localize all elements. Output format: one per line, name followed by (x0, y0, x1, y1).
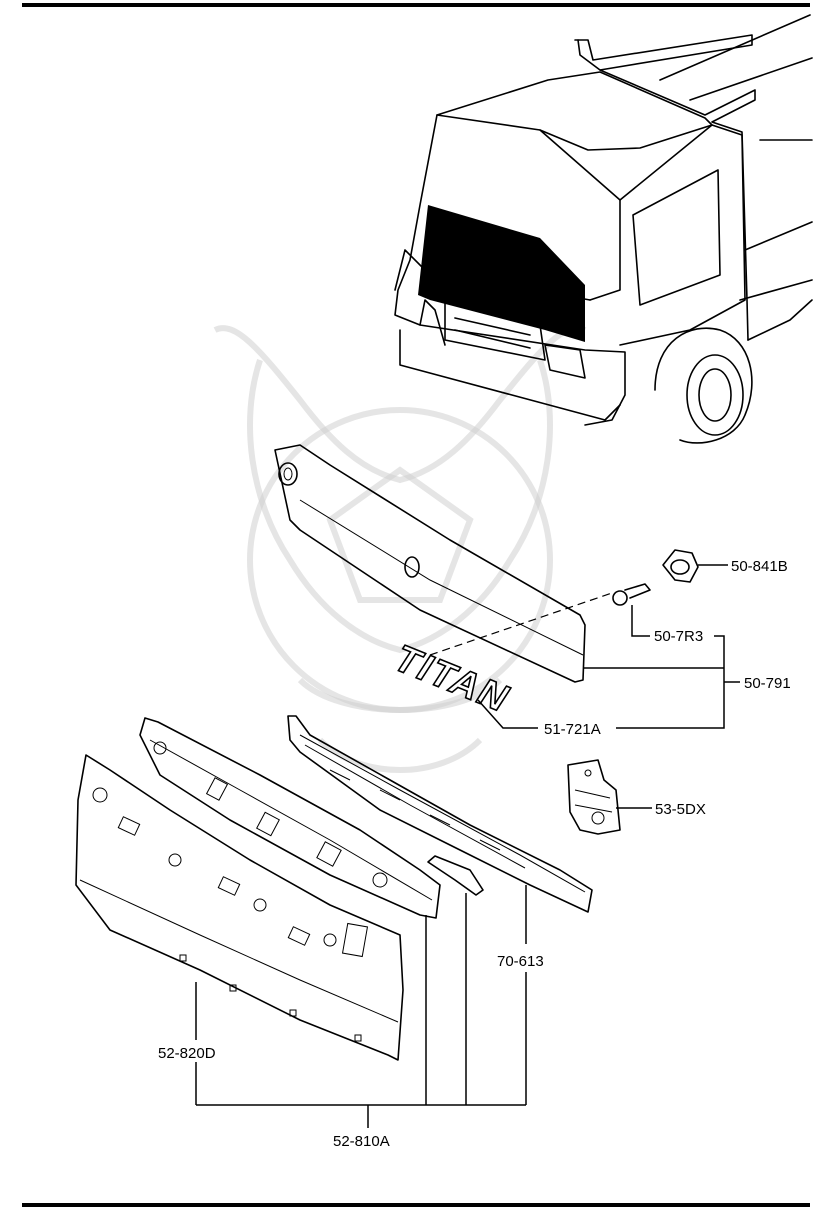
emblem-dash-line (429, 592, 613, 656)
callout-51-721A: 51-721A (544, 721, 601, 738)
dash-front-panel (75, 754, 404, 1061)
garnish-panel (274, 444, 586, 683)
cowl-inner-panel (139, 717, 441, 919)
leader-lines (195, 564, 740, 1128)
callout-52-810A: 52-810A (333, 1133, 390, 1150)
callout-50-7R3: 50-7R3 (654, 628, 703, 645)
watermark-logo (213, 325, 587, 773)
small-bracket (427, 855, 484, 896)
screw-part (612, 583, 651, 606)
hinge-bracket (567, 759, 621, 835)
clip-part (662, 549, 699, 583)
callout-70-613: 70-613 (497, 953, 544, 970)
callout-53-5DX: 53-5DX (655, 801, 706, 818)
windshield-black (418, 205, 585, 342)
callout-50-791: 50-791 (744, 675, 791, 692)
cowl-top-panel (287, 715, 593, 913)
truck-cab-illustration (394, 14, 813, 444)
callout-50-841B: 50-841B (731, 558, 788, 575)
callout-52-820D: 52-820D (158, 1045, 216, 1062)
